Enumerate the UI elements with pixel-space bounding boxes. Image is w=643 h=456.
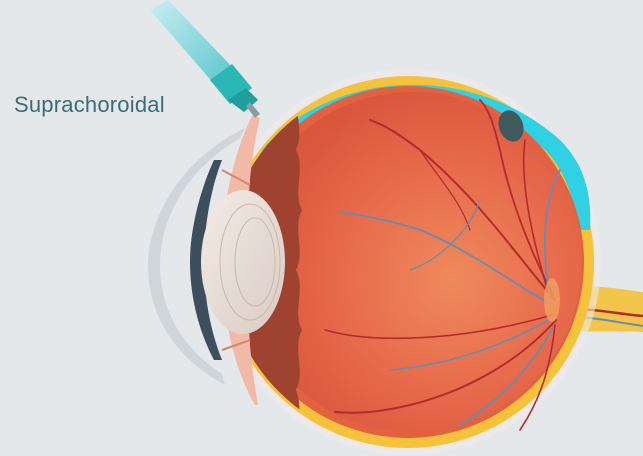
lens (201, 190, 285, 334)
injection-needle-icon (150, 0, 260, 118)
suprachoroidal-label: Suprachoroidal (14, 92, 165, 118)
optic-disc (544, 278, 560, 322)
